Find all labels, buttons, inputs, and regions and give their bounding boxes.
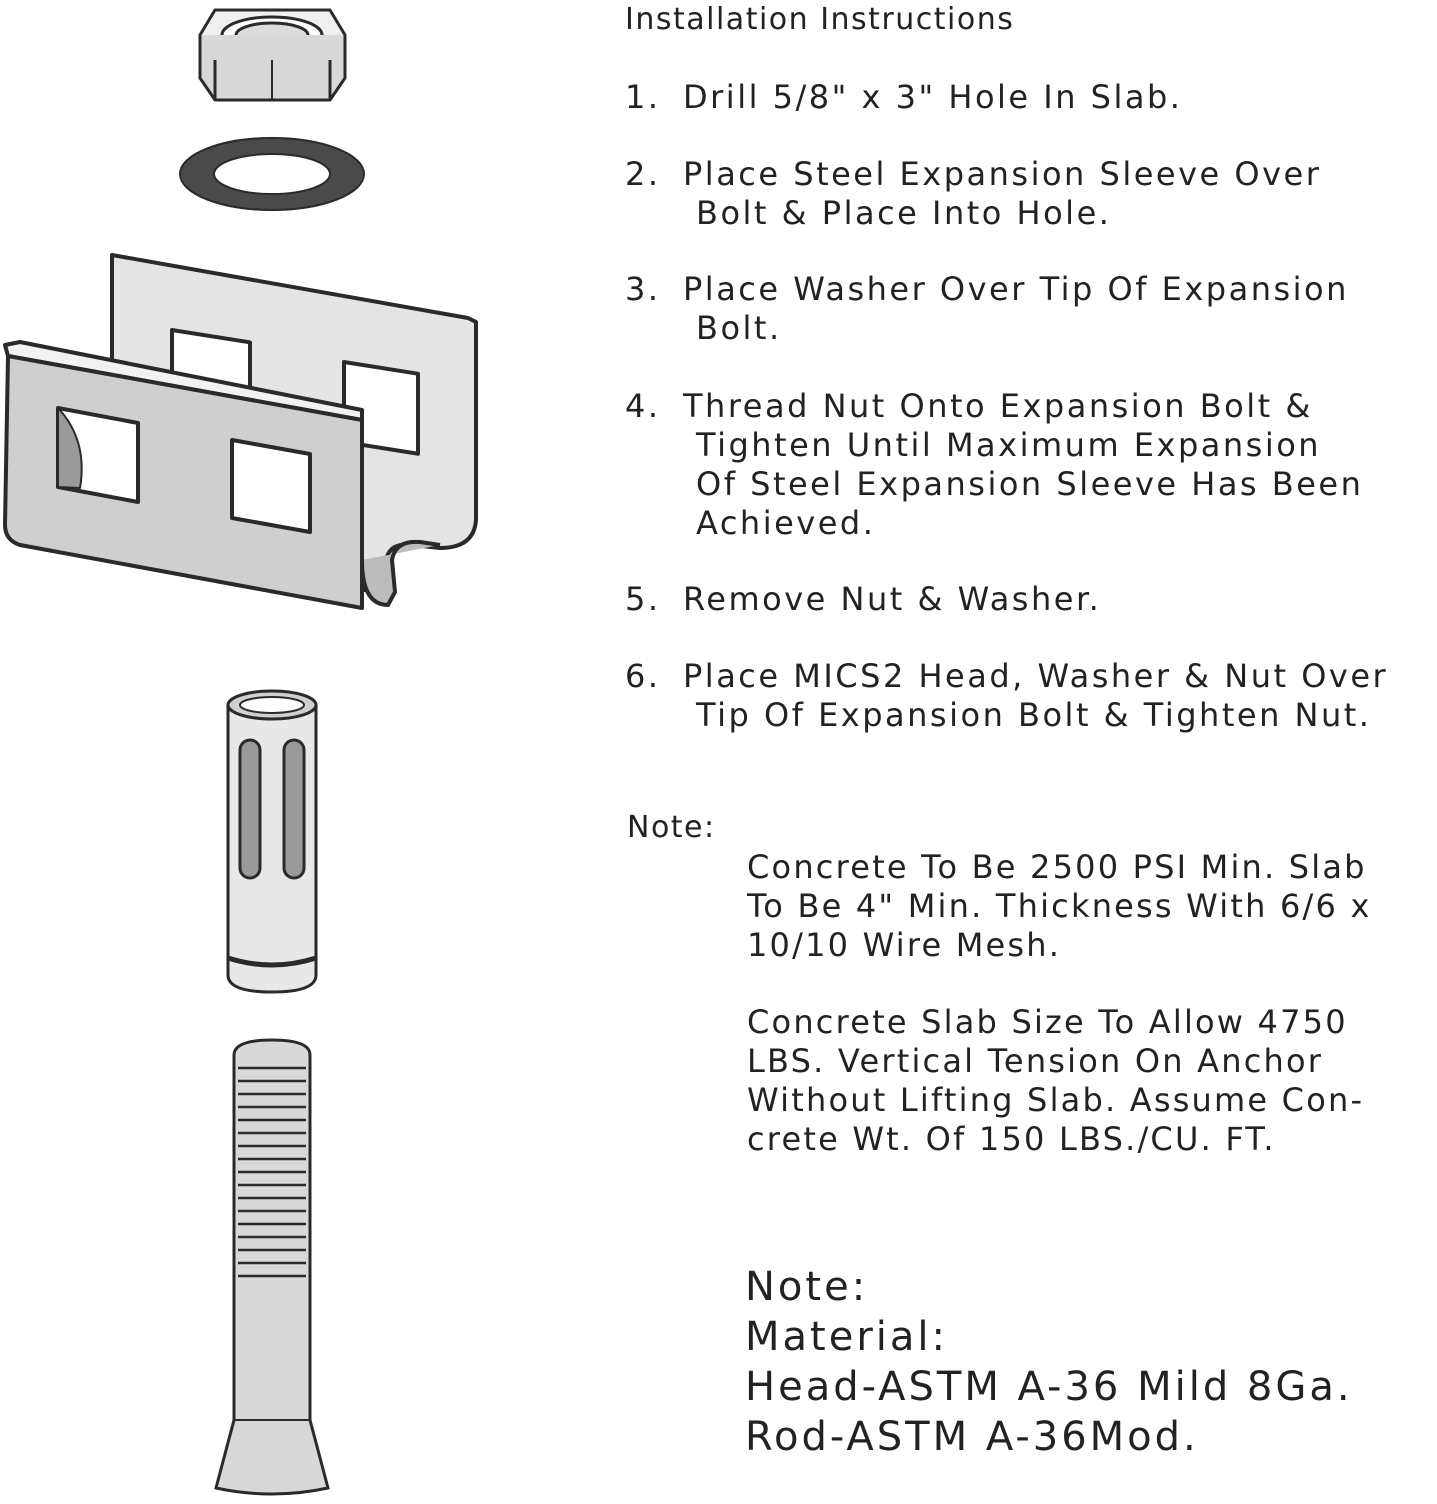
step-line: Tip Of Expansion Bolt & Tighten Nut. <box>696 696 1372 734</box>
step-number: 2. <box>625 155 661 193</box>
bracket-head-icon <box>3 253 478 610</box>
material-note-label: Note: <box>745 1264 869 1310</box>
step-1: 1. Drill 5/8" x 3" Hole In Slab. <box>625 78 1182 117</box>
step-number: 1. <box>625 78 661 116</box>
expansion-sleeve-icon <box>226 689 318 994</box>
step-number: 6. <box>625 657 661 695</box>
note-paragraph: Concrete Slab Size To Allow 4750 LBS. Ve… <box>747 1003 1364 1159</box>
note-line: Without Lifting Slab. Assume Con- <box>747 1081 1365 1119</box>
note-label: Note: <box>627 810 716 845</box>
step-line: Place Washer Over Tip Of Expansion <box>683 270 1349 308</box>
note-line: To Be 4" Min. Thickness With 6/6 x <box>747 887 1372 925</box>
parts-illustration <box>0 0 500 1500</box>
material-note: Note: Material: Head-ASTM A-36 Mild 8Ga.… <box>745 1262 1353 1462</box>
step-line: Place Steel Expansion Sleeve Over <box>683 155 1322 193</box>
step-number: 5. <box>625 580 661 618</box>
material-rod-spec: Rod-ASTM A-36Mod. <box>745 1414 1199 1460</box>
step-line: Thread Nut Onto Expansion Bolt & <box>683 387 1313 425</box>
note-line: LBS. Vertical Tension On Anchor <box>747 1042 1324 1080</box>
note-line: crete Wt. Of 150 LBS./CU. FT. <box>747 1120 1276 1158</box>
instructions-title: Installation Instructions <box>625 2 1015 37</box>
step-line: Achieved. <box>696 504 876 542</box>
material-heading: Material: <box>745 1314 948 1360</box>
expansion-bolt-icon <box>214 1038 330 1496</box>
step-4: 4. Thread Nut Onto Expansion Bolt & Tight… <box>625 387 1363 543</box>
step-2: 2. Place Steel Expansion Sleeve Over Bolt… <box>625 155 1321 233</box>
step-line: Of Steel Expansion Sleeve Has Been <box>696 465 1364 503</box>
step-line: Place MICS2 Head, Washer & Nut Over <box>683 657 1389 695</box>
note-line: 10/10 Wire Mesh. <box>747 926 1062 964</box>
step-line: Remove Nut & Washer. <box>683 580 1102 618</box>
note-paragraph: Concrete To Be 2500 PSI Min. Slab To Be … <box>747 848 1372 965</box>
washer-icon <box>179 137 365 211</box>
step-6: 6. Place MICS2 Head, Washer & Nut Over Ti… <box>625 657 1388 735</box>
hex-nut-icon <box>198 8 347 102</box>
material-head-spec: Head-ASTM A-36 Mild 8Ga. <box>745 1364 1353 1410</box>
step-line: Drill 5/8" x 3" Hole In Slab. <box>683 78 1183 116</box>
step-number: 4. <box>625 387 661 425</box>
step-line: Bolt & Place Into Hole. <box>696 194 1112 232</box>
note-line: Concrete Slab Size To Allow 4750 <box>747 1003 1348 1041</box>
step-3: 3. Place Washer Over Tip Of Expansion Bol… <box>625 270 1349 348</box>
step-5: 5. Remove Nut & Washer. <box>625 580 1101 619</box>
note-line: Concrete To Be 2500 PSI Min. Slab <box>747 848 1367 886</box>
step-line: Bolt. <box>696 309 782 347</box>
step-line: Tighten Until Maximum Expansion <box>696 426 1322 464</box>
step-number: 3. <box>625 270 661 308</box>
